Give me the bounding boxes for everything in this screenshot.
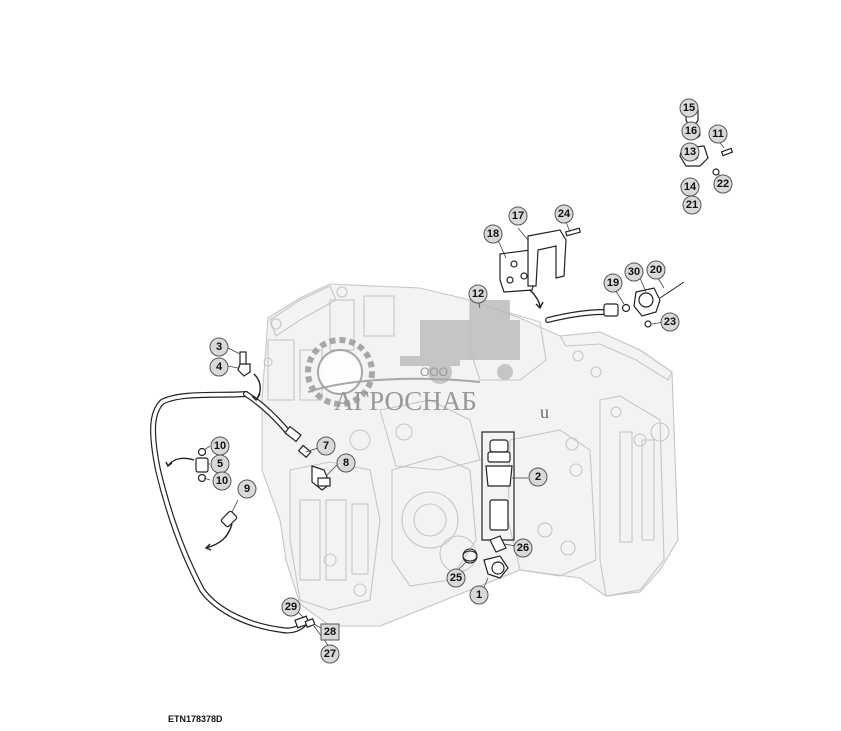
- callout-16-label: 16: [685, 125, 697, 137]
- callout-29: 29: [281, 597, 301, 617]
- callout-18-label: 18: [487, 228, 499, 240]
- figure-code: ETN178378D: [168, 714, 223, 724]
- callout-14-label: 14: [684, 181, 697, 193]
- callout-14: 14: [680, 177, 700, 197]
- callout-2-label: 2: [535, 471, 541, 483]
- callout-13: 13: [680, 142, 700, 162]
- callout-15: 15: [679, 98, 699, 118]
- callout-3: 3: [209, 337, 229, 357]
- callout-12: 12: [468, 284, 488, 304]
- callout-26: 26: [513, 538, 533, 558]
- callout-28-label: 28: [324, 626, 336, 638]
- callout-24-label: 24: [558, 208, 571, 220]
- callout-22-label: 22: [717, 178, 729, 190]
- callout-10-lower-label: 10: [216, 475, 228, 487]
- callout-7: 7: [316, 436, 336, 456]
- watermark-logo: ООО АГРОСНАБ u: [305, 300, 549, 422]
- callout-19-label: 19: [607, 277, 619, 289]
- callout-17: 17: [508, 206, 528, 226]
- filter-assembly: [462, 431, 515, 579]
- callout-27-label: 27: [324, 648, 336, 660]
- callout-3-label: 3: [216, 341, 222, 353]
- callout-27: 27: [320, 644, 340, 664]
- callout-9: 9: [237, 479, 257, 499]
- callout-1-label: 1: [476, 589, 482, 601]
- elbow-fitting: [220, 510, 238, 528]
- union-fitting: [195, 447, 209, 483]
- valve-line-assembly: [499, 227, 685, 328]
- callout-2: 2: [528, 467, 548, 487]
- callout-4-label: 4: [216, 361, 223, 373]
- callout-9-label: 9: [244, 483, 250, 495]
- callout-15-label: 15: [683, 102, 695, 114]
- callout-25: 25: [446, 568, 466, 588]
- callout-11-label: 11: [712, 128, 724, 140]
- watermark-brand-text: АГРОСНАБ: [334, 386, 477, 416]
- callout-16: 16: [681, 121, 701, 141]
- callout-20-label: 20: [650, 264, 662, 276]
- callout-29-label: 29: [285, 601, 297, 613]
- callout-18: 18: [483, 224, 503, 244]
- callout-12-label: 12: [472, 288, 484, 300]
- callout-1: 1: [469, 585, 489, 605]
- callout-20: 20: [646, 260, 666, 280]
- callout-23: 23: [660, 312, 680, 332]
- callout-17-label: 17: [512, 210, 524, 222]
- callout-19: 19: [603, 273, 623, 293]
- callout-24: 24: [554, 204, 574, 224]
- callout-21: 21: [682, 195, 702, 215]
- callouts: 15 16 11 13 22 14 21 17 24 18 12 30 20 1…: [209, 98, 733, 664]
- callout-28: 28: [320, 623, 340, 641]
- callout-13-label: 13: [684, 146, 696, 158]
- callout-10-upper: 10: [210, 436, 230, 456]
- callout-25-label: 25: [450, 572, 462, 584]
- callout-22: 22: [713, 174, 733, 194]
- callout-4: 4: [209, 357, 229, 377]
- callout-8-label: 8: [343, 457, 349, 469]
- callout-11: 11: [708, 124, 728, 144]
- watermark-small-text: ООО: [420, 365, 448, 379]
- callout-7-label: 7: [323, 440, 329, 452]
- callout-10-lower: 10: [212, 471, 232, 491]
- callout-23-label: 23: [664, 316, 676, 328]
- transmission-housing-ghost: [261, 283, 679, 627]
- callout-30-label: 30: [628, 266, 640, 278]
- callout-26-label: 26: [517, 542, 529, 554]
- callout-10-upper-label: 10: [214, 440, 226, 452]
- callout-21-label: 21: [686, 199, 698, 211]
- oil-line-assembly: [150, 351, 331, 634]
- combine-harvester-icon: [400, 300, 520, 384]
- watermark-suffix-text: u: [540, 402, 549, 422]
- callout-30: 30: [624, 262, 644, 282]
- callout-5-label: 5: [217, 458, 223, 470]
- callout-8: 8: [336, 453, 356, 473]
- callout-5: 5: [210, 454, 230, 474]
